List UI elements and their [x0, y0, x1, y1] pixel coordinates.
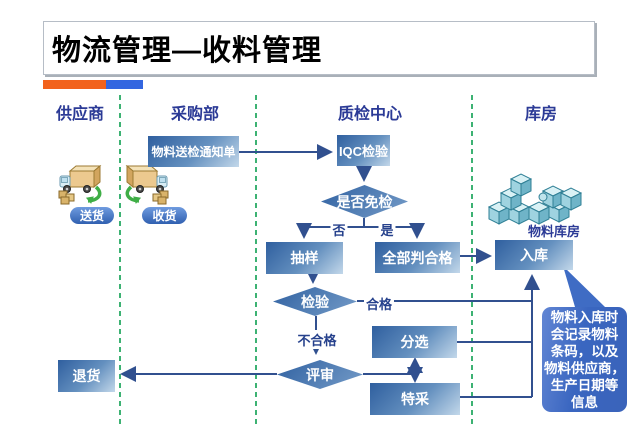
- accent-bar-blue: [106, 80, 143, 89]
- lane-header-warehouse: 库房: [524, 106, 558, 123]
- edge-label-yes: 是: [378, 220, 396, 239]
- receive-badge: 收货: [142, 207, 187, 224]
- node-all-pass: 全部判合格: [375, 242, 460, 273]
- node-inbound: 入库: [495, 240, 573, 270]
- edge-label-pass: 合格: [363, 294, 395, 313]
- storage-label: 物料库房: [527, 224, 581, 239]
- node-inspection-notice: 物料送检通知单: [148, 136, 239, 167]
- accent-bar-orange: [43, 80, 106, 89]
- callout-tail: [563, 266, 605, 307]
- deliver-badge: 送货: [70, 207, 114, 224]
- edge-label-no: 否: [330, 220, 348, 239]
- lane-header-qc-center: 质检中心: [337, 106, 403, 123]
- warehouse-boxes-icon: [487, 173, 583, 225]
- delivery-truck-icon: [58, 164, 102, 205]
- edge-label-fail: 不合格: [295, 330, 339, 349]
- node-return: 退货: [58, 360, 115, 392]
- lane-header-supplier: 供应商: [55, 106, 105, 123]
- slide-title-box: 物流管理—收料管理: [43, 21, 595, 75]
- node-special-acceptance: 特采: [370, 383, 460, 415]
- node-sorting: 分选: [372, 326, 457, 358]
- edge-exempt-split: [304, 218, 417, 228]
- inbound-callout: 物料入库时 会记录物料 条码，以及 物料供应商， 生产日期等 信息: [542, 307, 627, 412]
- page-title: 物流管理—收料管理: [52, 35, 323, 67]
- receiving-truck-icon: [125, 164, 169, 205]
- node-sampling: 抽样: [266, 242, 343, 274]
- lane-header-purchasing: 采购部: [170, 106, 220, 123]
- node-iqc-inspection: IQC检验: [337, 135, 390, 166]
